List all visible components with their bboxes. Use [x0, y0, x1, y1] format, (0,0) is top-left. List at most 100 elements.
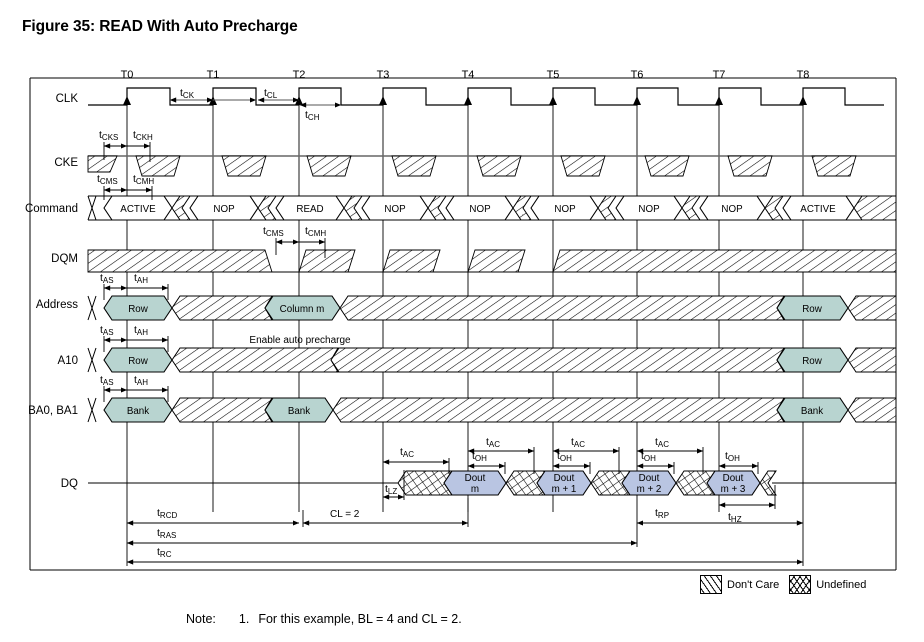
timing-mark-tch: tCH [299, 102, 342, 122]
dont-care-swatch-icon [700, 575, 722, 594]
param-label-cl: CL = 2 [330, 509, 360, 520]
page-title: Figure 35: READ With Auto Precharge [22, 18, 298, 35]
timing-label-tch: tCH [305, 109, 320, 122]
timing-label-tcms-command: tCMS [97, 173, 118, 186]
waveform-bank: Bank Bank Bank tAS tAH [87, 374, 897, 423]
timing-label-tas-address: tAS [100, 272, 114, 285]
bank-value-2: Bank [801, 406, 823, 417]
command-box-nop-t4: NOP [445, 195, 532, 221]
timing-label-thz: tHZ [728, 511, 742, 524]
timing-label-toh-2: tOH [557, 450, 572, 463]
command-box-nop-t7: NOP [699, 195, 784, 221]
timing-label-tah-a10: tAH [134, 324, 148, 337]
clock-tick-label-t4: T4 [462, 69, 475, 81]
waveform-dqm: tCMS tCMH [87, 225, 897, 273]
figure-note: Note: 1. For this example, BL = 4 and CL… [186, 612, 462, 626]
address-value-2: Row [802, 304, 823, 315]
clock-tick-label-t0: T0 [121, 69, 134, 81]
dq-value-1-top: Dout [554, 473, 575, 484]
a10-annotation: Enable auto precharge [249, 335, 351, 346]
timing-mark-tas-a10: tAS [100, 324, 128, 352]
timing-label-tcl: tCL [264, 87, 278, 100]
clock-tick-label-t3: T3 [377, 69, 390, 81]
command-label-2: READ [296, 204, 323, 215]
waveform-cke: tCKS tCKH [87, 129, 896, 177]
clock-tick-label-t1: T1 [207, 69, 220, 81]
clock-tick-label-t2: T2 [293, 69, 306, 81]
command-box-nop-t6: NOP [615, 195, 701, 221]
clock-tick-label-t7: T7 [713, 69, 726, 81]
timing-label-tac-3: tAC [571, 436, 585, 449]
timing-mark-tcl: tCL [257, 87, 300, 103]
timing-label-tcms-dqm: tCMS [263, 225, 284, 238]
waveform-address: Row Column m Row tAS tAH [87, 272, 897, 321]
timing-mark-tas-bank: tAS [100, 374, 128, 402]
legend-label-dont-care: Don't Care [727, 578, 780, 591]
timing-mark-tck: tCK [169, 87, 257, 103]
note-text: For this example, BL = 4 and CL = 2. [258, 612, 462, 626]
parameter-bars: tRCD CL = 2 tRP tRAS tRC [126, 498, 804, 566]
waveform-dq: Dout m Dout m + 1 Dout m + 2 Dout m + 3 … [88, 436, 896, 524]
timing-label-tas-bank: tAS [100, 374, 114, 387]
command-box-nop-t3: NOP [361, 195, 447, 221]
timing-mark-tas-address: tAS [100, 272, 128, 300]
timing-mark-cms-dqm: tCMS [263, 225, 300, 255]
timing-mark-tac-1: tAC [382, 446, 450, 474]
diagram-frame [29, 77, 897, 571]
command-label-4: NOP [469, 204, 491, 215]
timing-mark-tah-a10: tAH [127, 324, 169, 352]
command-box-nop-t1: NOP [189, 195, 277, 221]
command-label-3: NOP [384, 204, 406, 215]
timing-label-toh-4: tOH [725, 450, 740, 463]
clock-tick-label-t8: T8 [797, 69, 810, 81]
waveform-a10: Row Row Enable auto precharge tAS tAH [87, 324, 897, 373]
command-box-active-t8: ACTIVE [782, 195, 897, 221]
dq-value-1-bottom: m + 1 [552, 484, 577, 495]
row-label-a10: A10 [58, 355, 78, 367]
timing-label-tac-4: tAC [655, 436, 669, 449]
a10-value-1: Row [802, 356, 823, 367]
row-label-clk: CLK [56, 93, 79, 105]
timing-mark-toh-3: tOH [636, 450, 675, 474]
command-box-active-t0: ACTIVE [103, 195, 191, 221]
timing-label-toh-3: tOH [641, 450, 656, 463]
timing-mark-tac-2: tAC [467, 436, 535, 474]
timing-label-tah-address: tAH [134, 272, 148, 285]
timing-mark-cmh-dqm: tCMH [299, 225, 326, 258]
timing-mark-tah-address: tAH [127, 272, 169, 300]
command-label-5: NOP [554, 204, 576, 215]
row-label-bank: BA0, BA1 [28, 405, 78, 417]
legend: Don't Care Undefined [700, 575, 866, 594]
timing-label-tck: tCK [180, 87, 195, 100]
timing-mark-cms-command: tCMS [97, 173, 128, 200]
legend-label-undefined: Undefined [816, 578, 867, 591]
waveform-command: ACTIVE NOP READ NOP NOP NOP [87, 173, 897, 221]
timing-mark-tckh: tCKH [127, 129, 153, 162]
row-label-command: Command [25, 203, 78, 215]
dq-value-3-bottom: m + 3 [721, 484, 746, 495]
legend-item-undefined: Undefined [789, 575, 866, 594]
timing-mark-toh-4: tOH [718, 450, 759, 474]
timing-label-tac-2: tAC [486, 436, 500, 449]
timing-mark-tlz: tLZ [382, 470, 405, 500]
timing-label-toh-1: tOH [472, 450, 487, 463]
command-label-0: ACTIVE [120, 204, 156, 215]
note-prefix: Note: [186, 612, 216, 626]
clock-tick-label-t6: T6 [631, 69, 644, 81]
note-number: 1. [238, 612, 250, 626]
bank-value-0: Bank [127, 406, 149, 417]
command-label-7: NOP [721, 204, 743, 215]
timing-mark-toh-2: tOH [552, 450, 591, 474]
address-value-1: Column m [280, 304, 325, 315]
clock-tick-label-t5: T5 [547, 69, 560, 81]
command-box-read-t2: READ [275, 195, 363, 221]
timing-label-tcmh-dqm: tCMH [305, 225, 326, 238]
dq-value-0-bottom: m [471, 484, 479, 495]
a10-value-0: Row [128, 356, 149, 367]
waveform-clk: tCK tCL tCH [88, 87, 884, 122]
timing-mark-tcks: tCKS [99, 129, 128, 160]
row-label-dq: DQ [61, 478, 78, 490]
timing-mark-tah-bank: tAH [127, 374, 169, 402]
dq-value-2-top: Dout [639, 473, 660, 484]
